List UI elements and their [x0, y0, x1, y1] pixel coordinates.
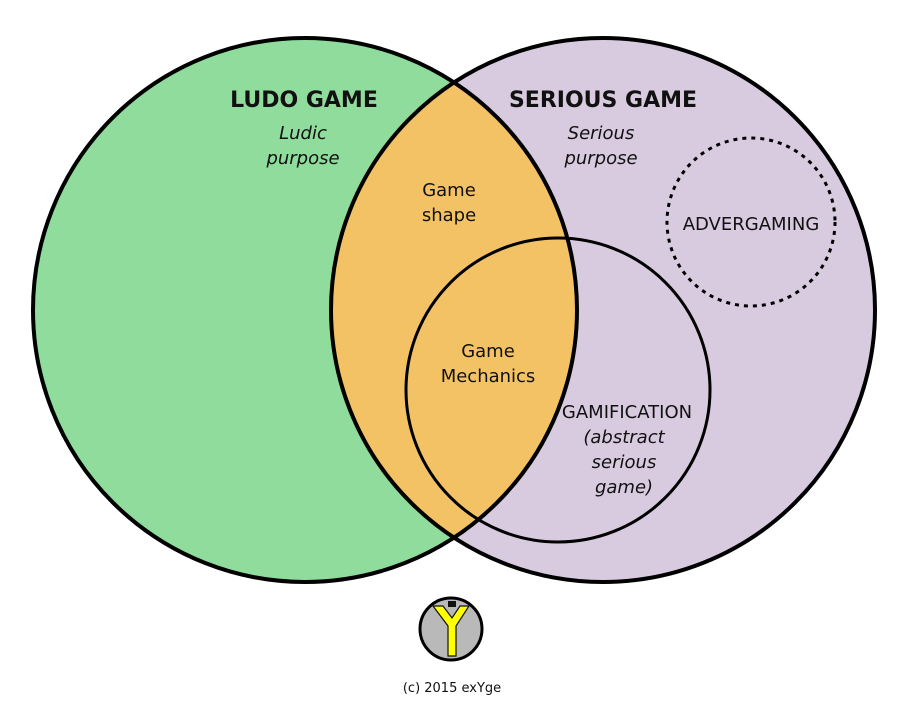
exyge-logo-icon	[418, 596, 484, 662]
serious-game-title: SERIOUS GAME	[509, 88, 697, 113]
advergaming-circle	[665, 136, 837, 308]
game-shape-overlap	[331, 38, 577, 582]
advergaming-label: ADVERGAMING	[683, 214, 820, 235]
gamification-circle	[404, 236, 712, 544]
ludo-game-outline	[31, 36, 579, 584]
game-shape-line1: Game	[422, 180, 476, 201]
serious-game-outline	[329, 36, 877, 584]
copyright-text: (c) 2015 exYge	[403, 681, 501, 696]
serious-purpose-line1: Serious	[568, 123, 635, 144]
game-shape-line2: shape	[422, 205, 476, 226]
ludo-purpose-line2: purpose	[265, 148, 339, 169]
gamification-line1: (abstract	[583, 427, 665, 448]
serious-purpose-line2: purpose	[563, 148, 637, 169]
gamification-title: GAMIFICATION	[562, 402, 692, 423]
game-mechanics-line1: Game	[461, 341, 515, 362]
gamification-line2: serious	[592, 452, 657, 473]
ludo-purpose-line1: Ludic	[279, 123, 327, 144]
game-mechanics-line2: Mechanics	[441, 366, 536, 387]
gamification-line3: game)	[595, 477, 653, 498]
ludo-game-title: LUDO GAME	[230, 88, 378, 113]
